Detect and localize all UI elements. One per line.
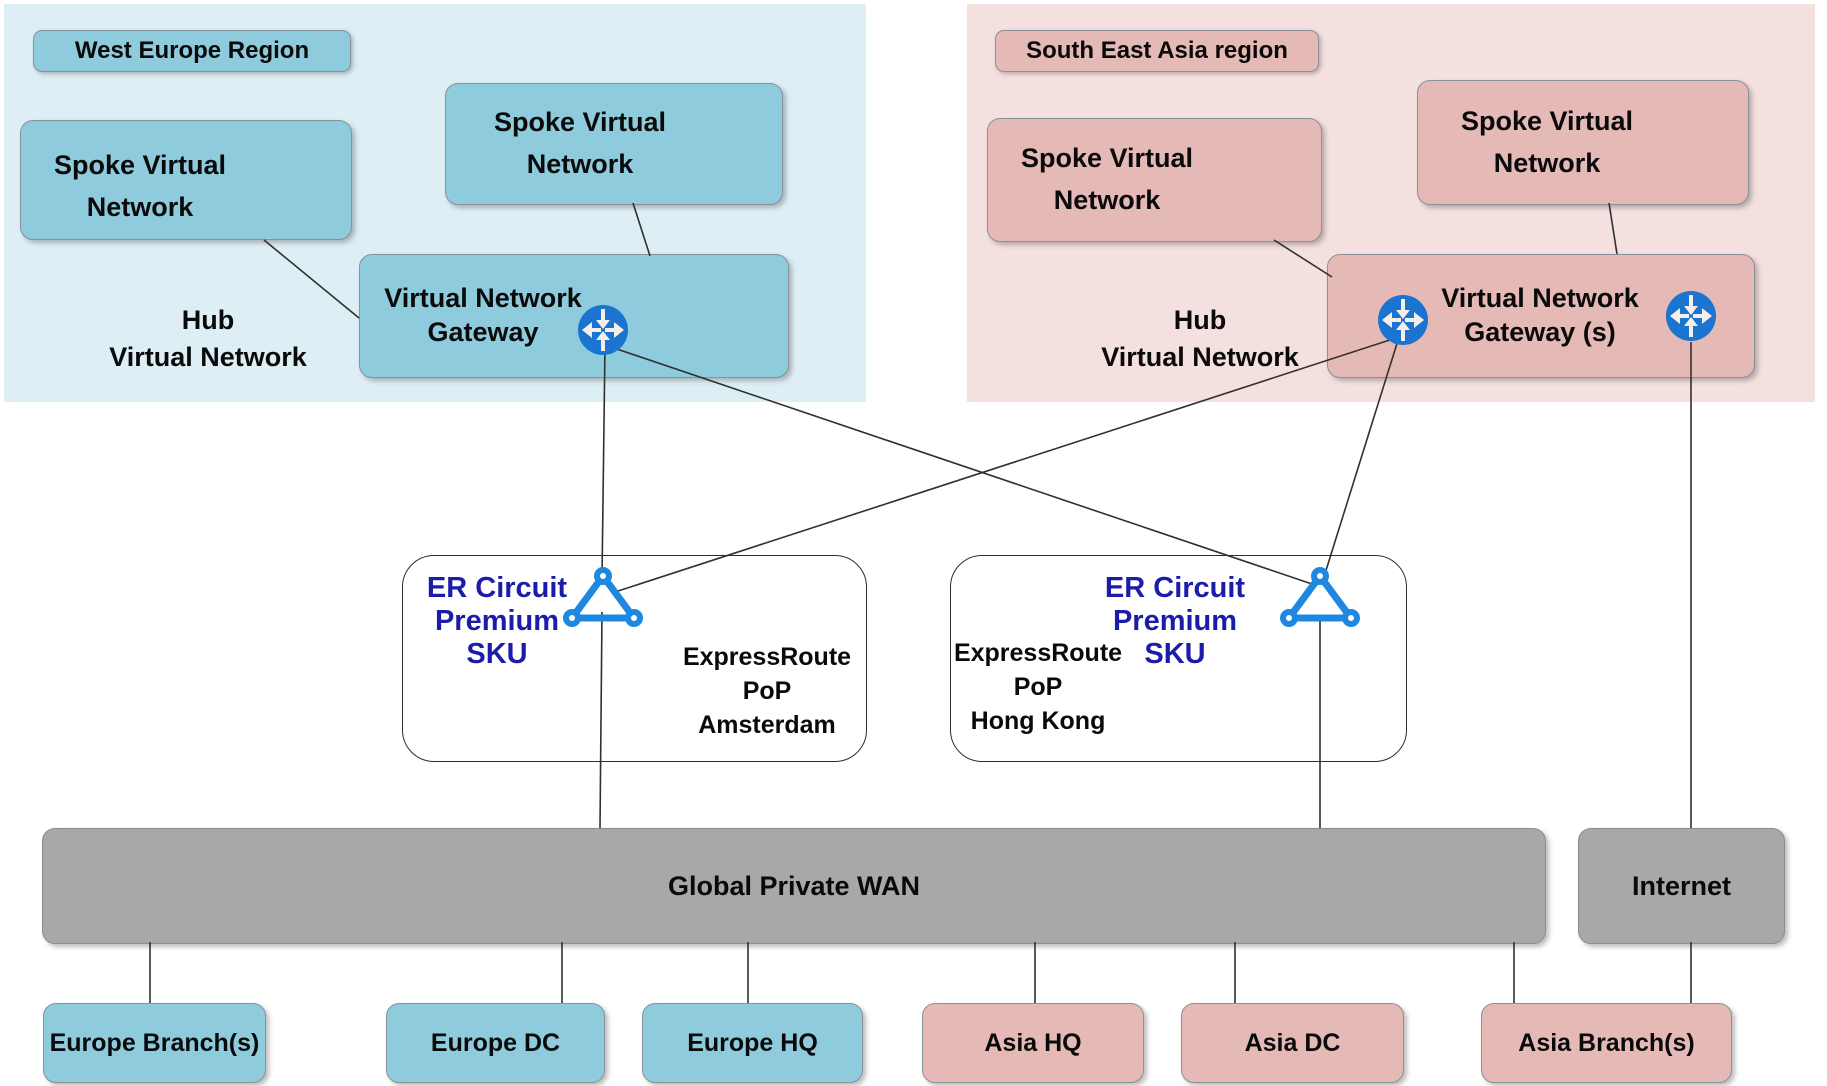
site-asia-dc-box: Asia DC <box>1181 1003 1404 1083</box>
connector-asia-gateway-er-hongkong <box>1322 336 1400 581</box>
global-private-wan-bar: Global Private WAN <box>42 828 1546 944</box>
west-europe-region-label: West Europe Region <box>33 30 351 72</box>
south-east-asia-region-label-text: South East Asia region <box>1026 37 1288 64</box>
internet-label: Internet <box>1631 870 1731 901</box>
west-europe-region-label-text: West Europe Region <box>74 37 310 64</box>
site-asia-hq-label: Asia HQ <box>984 1028 1082 1057</box>
connector-asia-gateway-er-amsterdam <box>614 336 1400 593</box>
site-asia-hq-box: Asia HQ <box>922 1003 1144 1083</box>
west-gateway-box <box>359 254 789 378</box>
site-asia-branch-label: Asia Branch(s) <box>1518 1028 1695 1057</box>
global-private-wan-label: Global Private WAN <box>667 870 921 901</box>
site-europe-branch-box: Europe Branch(s) <box>43 1003 266 1083</box>
connector-asia-spoke1-gateway <box>1273 239 1333 278</box>
west-spoke-vnet-2-box <box>445 83 783 205</box>
connector-west-gateway-er-amsterdam <box>601 344 606 579</box>
site-europe-branch-label: Europe Branch(s) <box>49 1028 260 1057</box>
site-europe-dc-label: Europe DC <box>430 1028 561 1057</box>
site-europe-dc-box: Europe DC <box>386 1003 605 1083</box>
connector-west-spoke2-gateway <box>632 202 651 257</box>
connector-west-spoke1-gateway <box>263 239 360 319</box>
site-asia-dc-label: Asia DC <box>1244 1028 1341 1057</box>
connector-asia-spoke2-gateway <box>1608 202 1618 255</box>
site-asia-branch-box: Asia Branch(s) <box>1481 1003 1732 1083</box>
west-spoke-vnet-1-box <box>20 120 352 240</box>
connector-west-gateway-er-hongkong <box>604 344 1313 585</box>
internet-box: Internet <box>1578 828 1785 944</box>
asia-spoke-vnet-1-box <box>987 118 1322 242</box>
asia-spoke-vnet-2-box <box>1417 80 1749 205</box>
south-east-asia-region-label: South East Asia region <box>995 30 1319 72</box>
site-europe-hq-box: Europe HQ <box>642 1003 863 1083</box>
site-europe-hq-label: Europe HQ <box>687 1028 818 1057</box>
connector-er-amsterdam-wan <box>599 611 603 829</box>
